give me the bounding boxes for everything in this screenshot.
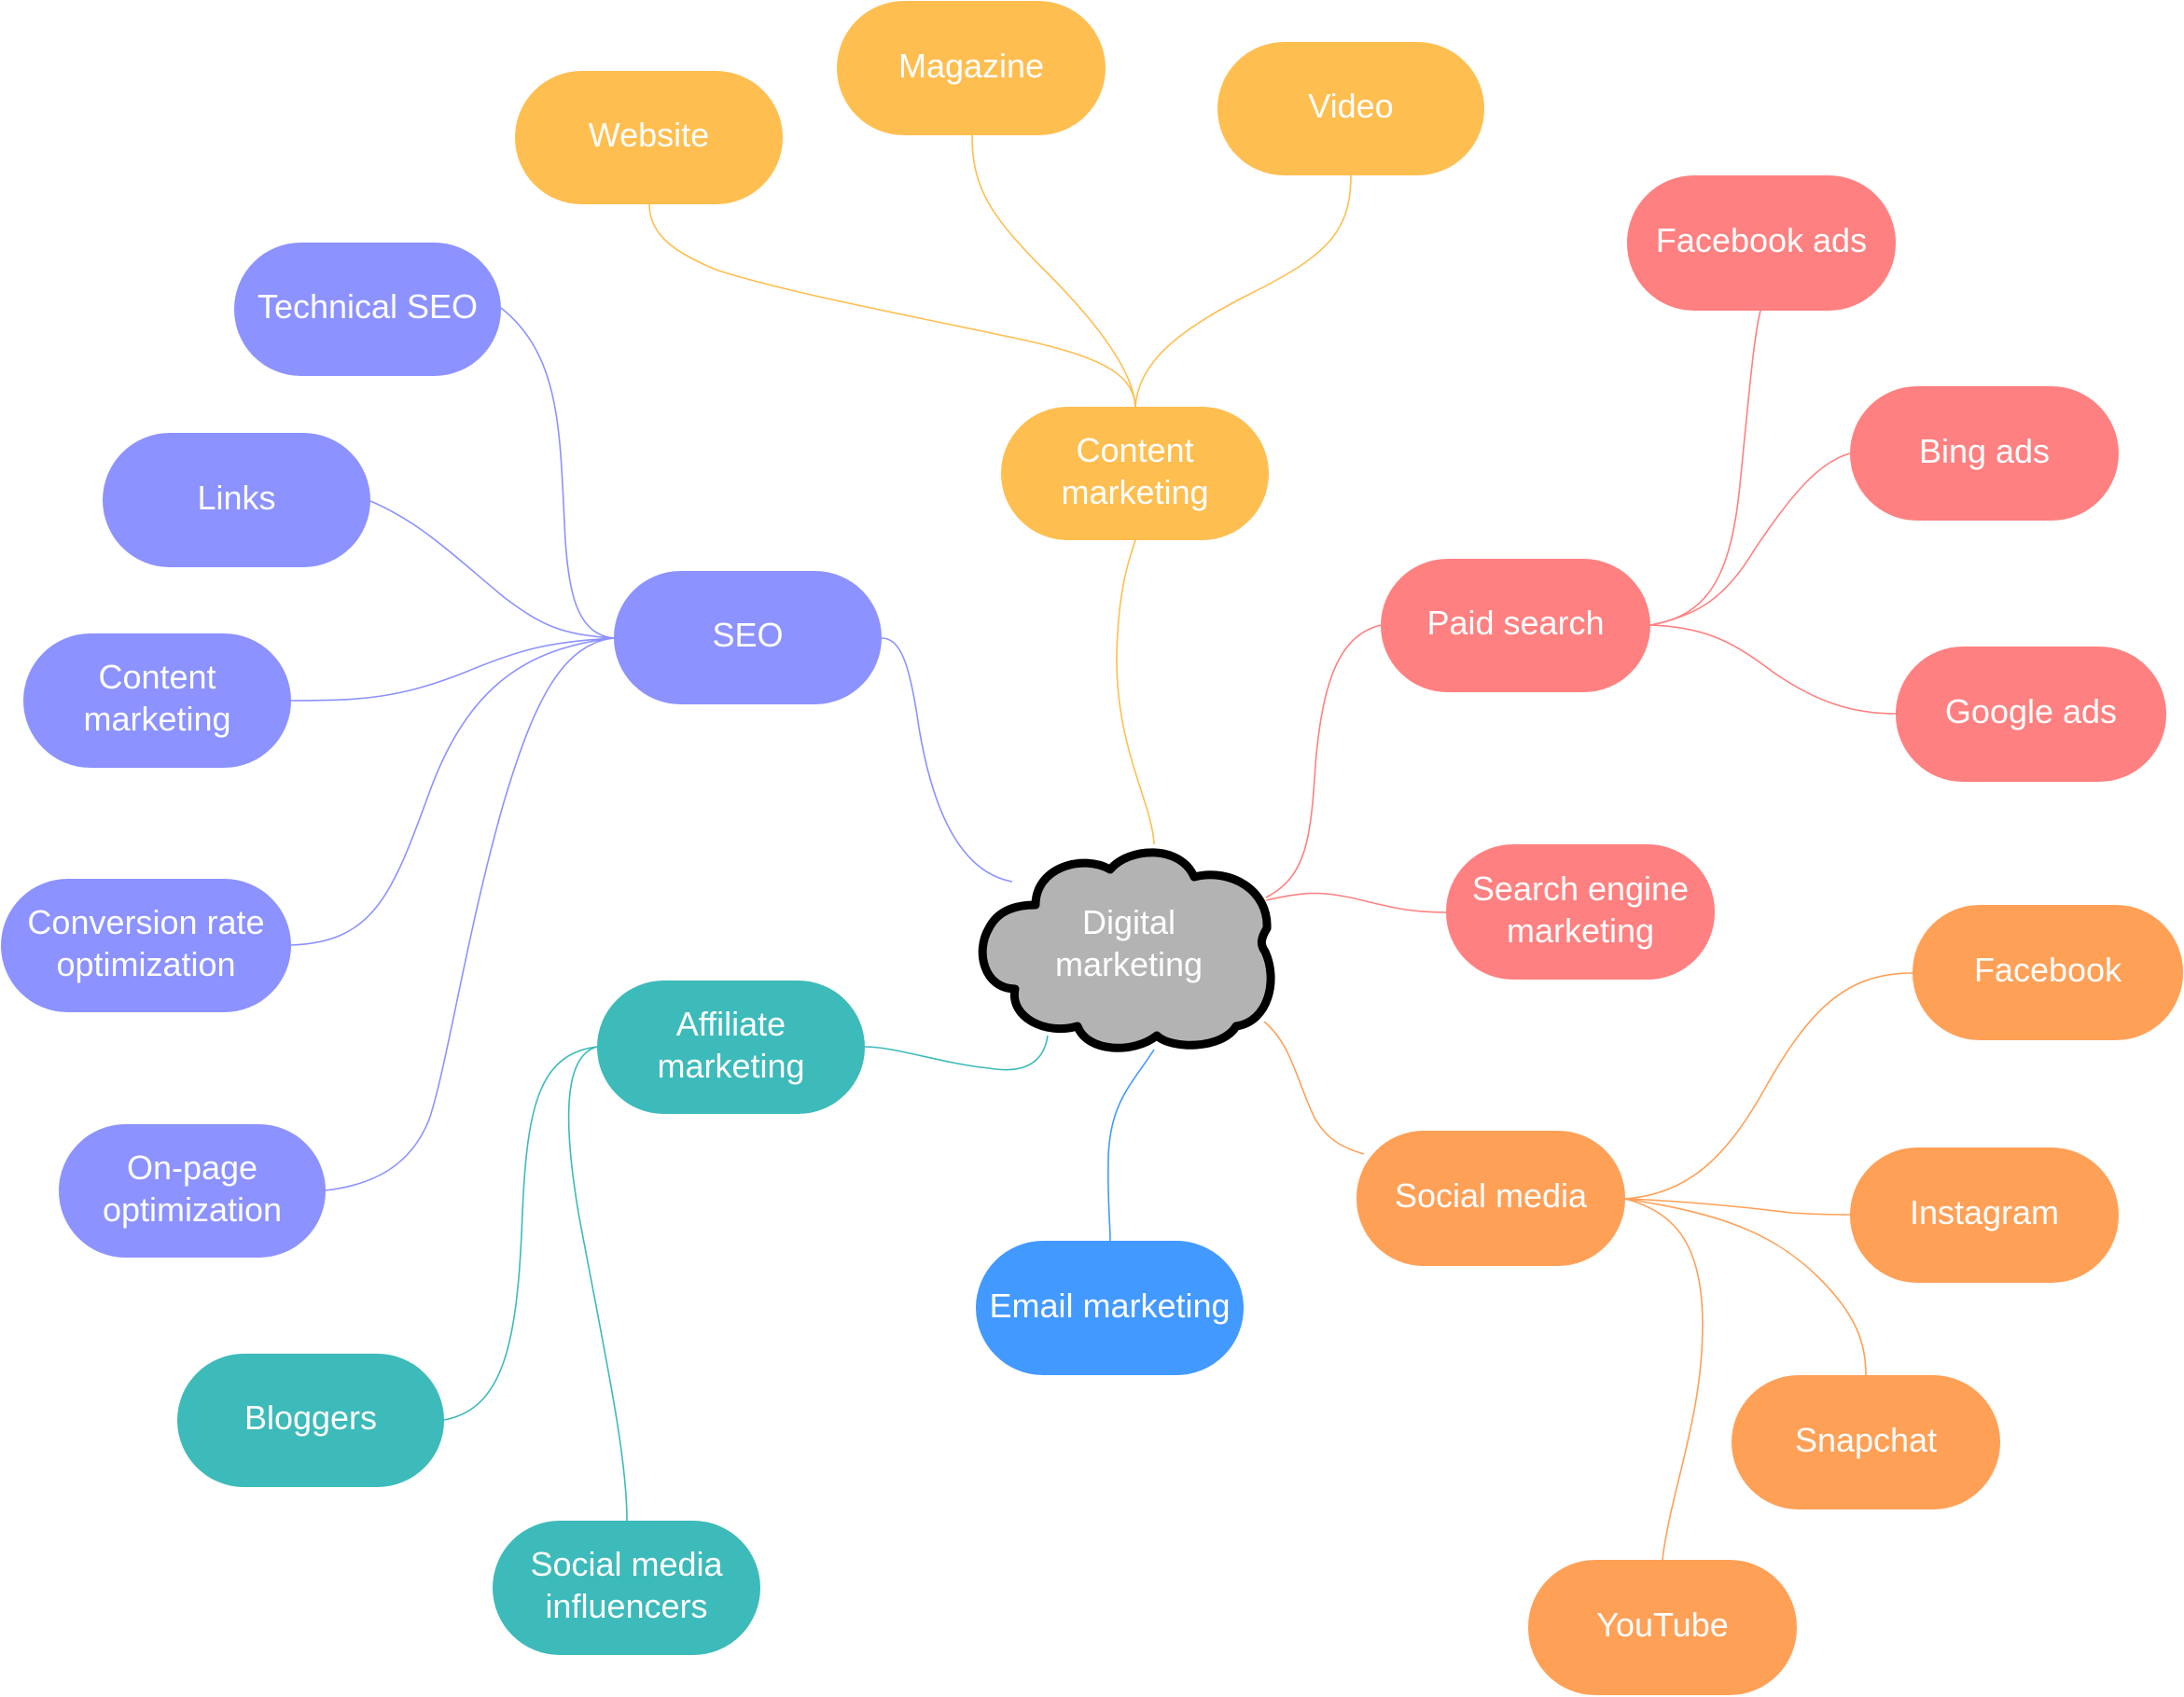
node-facebook[interactable]: Facebook (1913, 905, 2183, 1040)
node-label: SEO (712, 616, 784, 654)
node-label: Google ads (1944, 692, 2118, 730)
connector-paid-google-ads (1649, 624, 1897, 715)
connector-social-facebook (1624, 972, 1913, 1200)
connector-content-video (1134, 174, 1352, 408)
node-social-media[interactable]: Social media (1356, 1131, 1625, 1266)
node-label: On-page optimization (102, 1148, 283, 1229)
node-label: Social media influencers (530, 1545, 723, 1625)
connector-affiliate-bloggers (443, 1046, 598, 1421)
connector-social-youtube (1624, 1198, 1704, 1561)
connector-social-snapchat (1624, 1198, 1867, 1376)
node-label: Instagram (1909, 1193, 2060, 1231)
node-email-marketing[interactable]: Email marketing (976, 1241, 1244, 1375)
connector-content-website (648, 203, 1136, 408)
connector-paid-bing-ads (1649, 452, 1851, 626)
node-label: Facebook (1973, 951, 2122, 989)
node-youtube[interactable]: YouTube (1528, 1560, 1797, 1695)
connector-paid-facebook-ads (1649, 310, 1761, 626)
connector-seo-content (290, 637, 615, 702)
node-label: Snapchat (1794, 1420, 1938, 1459)
node-label: Bloggers (243, 1398, 378, 1437)
node-label: Bing ads (1918, 431, 2051, 470)
node-on-page-optimization[interactable]: On-page optimization (59, 1124, 326, 1258)
node-search-engine-marketing[interactable]: Search engine marketing (1446, 844, 1715, 980)
node-label: Content marketing (1061, 430, 1209, 511)
node-links[interactable]: Links (103, 433, 370, 567)
node-label: Affiliate marketing (657, 1004, 805, 1085)
node-website[interactable]: Website (515, 71, 783, 204)
connector-center-seo (881, 637, 1013, 883)
node-conversion-rate-optimization[interactable]: Conversion rate optimization (1, 879, 291, 1012)
connector-social-instagram (1624, 1198, 1851, 1216)
node-facebook-ads[interactable]: Facebook ads (1627, 175, 1896, 311)
connector-center-email (1107, 1049, 1155, 1242)
connector-seo-onpage (325, 637, 615, 1191)
node-label: Conversion rate optimization (27, 902, 265, 983)
connector-seo-conversion (290, 637, 615, 946)
node-snapchat[interactable]: Snapchat (1732, 1375, 2000, 1509)
node-paid-search[interactable]: Paid search (1381, 559, 1650, 692)
node-affiliate-marketing[interactable]: Affiliate marketing (597, 981, 865, 1114)
connector-seo-links (369, 500, 615, 639)
node-google-ads[interactable]: Google ads (1896, 647, 2166, 782)
node-social-media-influencers[interactable]: Social media influencers (493, 1521, 760, 1655)
node-magazine[interactable]: Magazine (837, 1, 1106, 135)
node-label: Video (1308, 87, 1394, 125)
node-instagram[interactable]: Instagram (1850, 1148, 2119, 1283)
node-seo-content-marketing[interactable]: Content marketing (23, 633, 291, 768)
connector-center-affiliate (864, 1035, 1049, 1071)
connector-center-sem (1265, 892, 1447, 913)
connector-seo-technical (500, 307, 615, 639)
node-label: Search engine marketing (1471, 869, 1690, 950)
connector-center-social (1263, 1021, 1365, 1155)
node-label: Links (197, 478, 276, 517)
node-label: Technical SEO (257, 287, 479, 326)
node-label: YouTube (1596, 1606, 1729, 1644)
node-seo[interactable]: SEO (614, 571, 882, 704)
connector-affiliate-influencers (567, 1046, 628, 1522)
node-label: Content marketing (83, 658, 231, 738)
connector-center-content (1116, 539, 1155, 845)
node-label: Website (588, 116, 710, 154)
node-content-marketing[interactable]: Content marketing (1001, 407, 1269, 540)
cloud-shape-icon (978, 848, 1275, 1052)
central-topic-label: Digital marketing (1054, 903, 1203, 983)
central-topic-cloud[interactable]: Digital marketing (970, 840, 1278, 1054)
node-label: Paid search (1426, 604, 1605, 642)
connector-center-paid (1265, 624, 1382, 898)
node-label: Facebook ads (1655, 221, 1868, 259)
node-label: Social media (1394, 1176, 1588, 1215)
node-video[interactable]: Video (1217, 42, 1484, 175)
node-technical-seo[interactable]: Technical SEO (234, 243, 501, 376)
connector-content-magazine (971, 134, 1136, 408)
node-label: Magazine (897, 46, 1045, 85)
node-bing-ads[interactable]: Bing ads (1850, 386, 2119, 521)
node-bloggers[interactable]: Bloggers (177, 1354, 444, 1487)
node-label: Email marketing (989, 1286, 1231, 1325)
